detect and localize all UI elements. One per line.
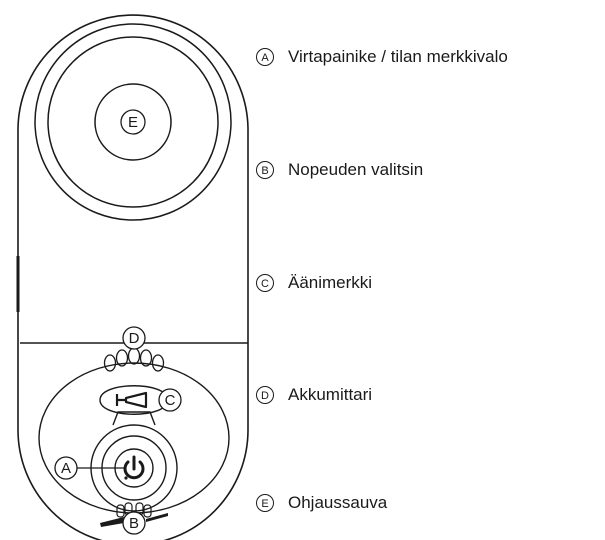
legend: A Virtapainike / tilan merkkivalo B Nope…	[256, 0, 605, 540]
speed-notch	[143, 504, 152, 518]
callout-e-label: E	[128, 114, 138, 131]
battery-segment	[151, 354, 165, 372]
legend-item-b: B Nopeuden valitsin	[256, 157, 423, 183]
legend-item-a: A Virtapainike / tilan merkkivalo	[256, 44, 508, 70]
callout-d-label: D	[129, 330, 140, 347]
speed-notch	[116, 504, 125, 518]
status-light	[124, 476, 128, 480]
legend-letter-b: B	[256, 161, 274, 179]
legend-item-e: E Ohjaussauva	[256, 490, 387, 516]
callout-b-label: B	[129, 515, 139, 532]
horn-button	[99, 385, 169, 415]
speed-wedge-fast	[146, 513, 168, 522]
battery-segment	[103, 354, 117, 372]
battery-segment	[139, 349, 153, 367]
legend-item-c: C Äänimerkki	[256, 270, 372, 296]
legend-text-d: Akkumittari	[288, 385, 373, 404]
legend-letter-e: E	[256, 494, 274, 512]
battery-gauge	[103, 347, 165, 372]
legend-text-e: Ohjaussauva	[288, 493, 388, 512]
battery-segment	[115, 349, 129, 367]
callout-d-circle	[122, 326, 146, 350]
controller-outline	[17, 14, 249, 540]
legend-letter-a: A	[256, 48, 274, 66]
speed-wedge-slow	[100, 517, 124, 527]
joystick-middle-ring	[47, 36, 219, 208]
joystick-inner-ring	[94, 83, 172, 161]
legend-text-a: Virtapainike / tilan merkkivalo	[288, 47, 508, 66]
callout-e-circle	[120, 109, 146, 135]
callout-c-circle	[158, 388, 182, 412]
power-surround	[112, 411, 156, 426]
legend-letter-d: D	[256, 386, 274, 404]
speed-selector	[100, 502, 168, 527]
legend-letter-c: C	[256, 274, 274, 292]
joystick-outer-ring	[34, 23, 232, 221]
power-icon	[123, 455, 145, 480]
callout-a-circle	[54, 456, 78, 480]
legend-text-b: Nopeuden valitsin	[288, 160, 424, 179]
controller-diagram: E D C A B	[16, 14, 249, 540]
callout-a-label: A	[61, 460, 71, 477]
horn-icon	[115, 391, 148, 409]
callout-b-circle	[122, 511, 146, 535]
legend-text-c: Äänimerkki	[288, 273, 373, 292]
battery-segment	[127, 347, 141, 365]
callout-c-label: C	[165, 392, 176, 409]
legend-item-d: D Akkumittari	[256, 382, 372, 408]
